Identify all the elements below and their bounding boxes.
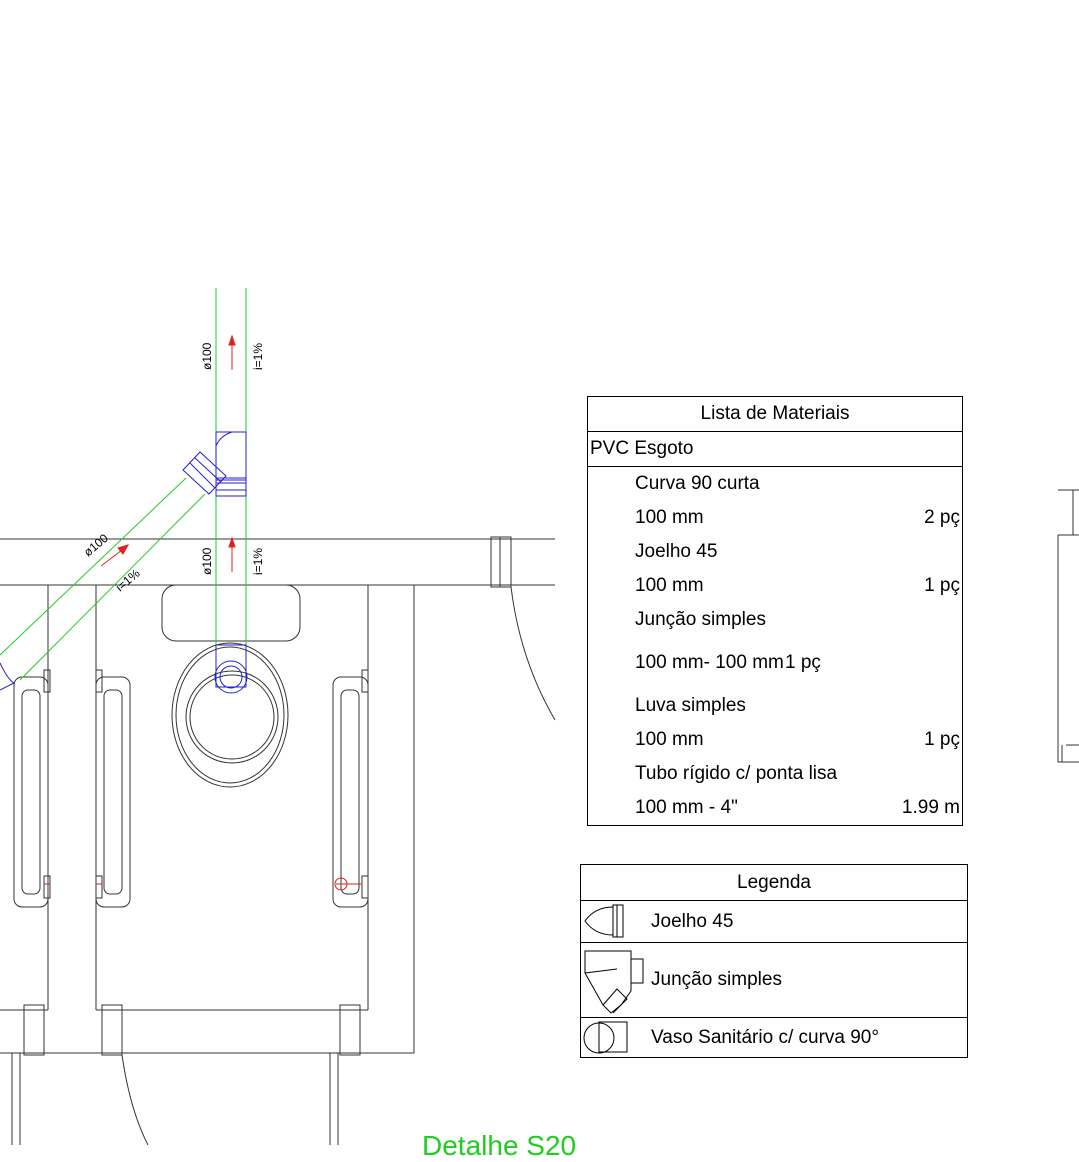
detail-label: Detalhe S20 <box>422 1130 577 1161</box>
legend-title: Legenda <box>581 865 967 901</box>
elbow-45-icon <box>581 901 651 942</box>
legend: Legenda Joelho 45 Junç <box>580 864 968 1058</box>
material-row: Joelho 45 <box>635 541 718 562</box>
legend-item: Vaso Sanitário c/ curva 90° <box>581 1018 967 1057</box>
materials-category: PVC Esgoto <box>588 432 962 467</box>
legend-item: Junção simples <box>581 943 967 1018</box>
upper-slope-label: i=1% <box>251 343 265 370</box>
legend-item: Joelho 45 <box>581 901 967 943</box>
material-row: Junção simples <box>635 609 766 630</box>
materials-list: Lista de Materiais PVC Esgoto Curva 90 c… <box>587 396 963 826</box>
toilet-icon <box>581 1018 651 1057</box>
material-row: Tubo rígido c/ ponta lisa <box>635 763 838 784</box>
material-row: Luva simples <box>635 695 746 716</box>
diag-diameter-label: ø100 <box>81 531 111 560</box>
mid-diameter-label: ø100 <box>200 547 214 575</box>
materials-title: Lista de Materiais <box>588 397 962 432</box>
upper-diameter-label: ø100 <box>200 342 214 370</box>
diag-slope-label: i=1% <box>113 566 143 594</box>
material-row: Curva 90 curta <box>635 473 760 494</box>
mid-slope-label: i=1% <box>251 548 265 575</box>
wye-junction-icon <box>581 943 651 1017</box>
material-row: 100 mm - 4"1.99 m <box>635 797 960 818</box>
